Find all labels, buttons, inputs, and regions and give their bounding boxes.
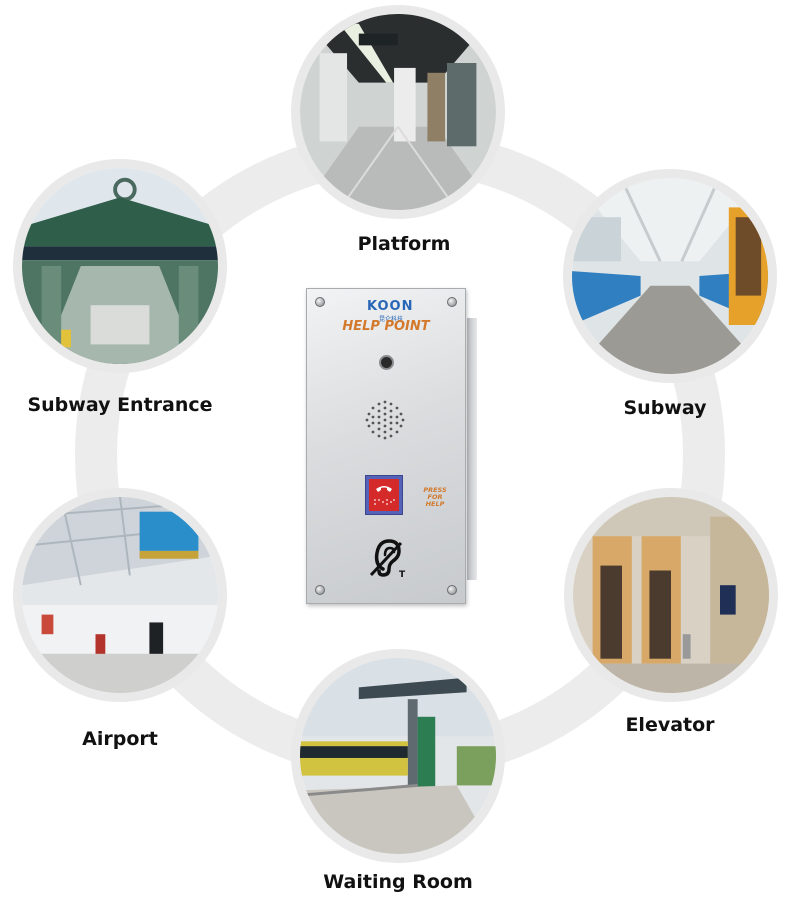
press-line-1: PRESS [423,486,447,494]
brand-logo: KOON [367,299,414,314]
screw-top-left [315,297,325,307]
phone-handset-icon [376,486,392,492]
braille-dots-icon [374,499,395,505]
photo-elevator [573,497,769,693]
press-for-help-text: PRESS FOR HELP [417,487,453,508]
screw-bottom-right [447,585,457,595]
device-panel: KOON 昆仑科技 HELP POINT [306,288,466,604]
label-subway: Subway [623,397,707,419]
screw-bottom-left [315,585,325,595]
camera-icon [379,355,394,370]
label-airport: Airport [82,728,158,750]
speaker-grille-icon [365,400,405,440]
label-waiting-room: Waiting Room [323,871,473,893]
photo-airport [22,497,218,693]
device-side-edge [467,318,477,580]
photo-platform [300,14,496,210]
label-subway-entrance: Subway Entrance [27,394,213,416]
screw-top-right [447,297,457,307]
hearing-loop-letter: T [399,570,406,579]
label-platform: Platform [357,233,451,255]
press-line-3: HELP [425,500,445,508]
help-point-title: HELP POINT [342,319,430,334]
hearing-loop-ear-icon: T [369,539,406,579]
photo-subway-entrance [22,168,218,364]
photo-subway [572,178,768,374]
help-call-button[interactable] [365,475,403,515]
brand-subtitle: 昆仑科技 [379,316,404,323]
press-line-2: FOR [427,493,443,501]
label-elevator: Elevator [625,714,715,736]
help-point-device: KOON 昆仑科技 HELP POINT [306,288,477,604]
photo-waiting-room [300,658,496,854]
